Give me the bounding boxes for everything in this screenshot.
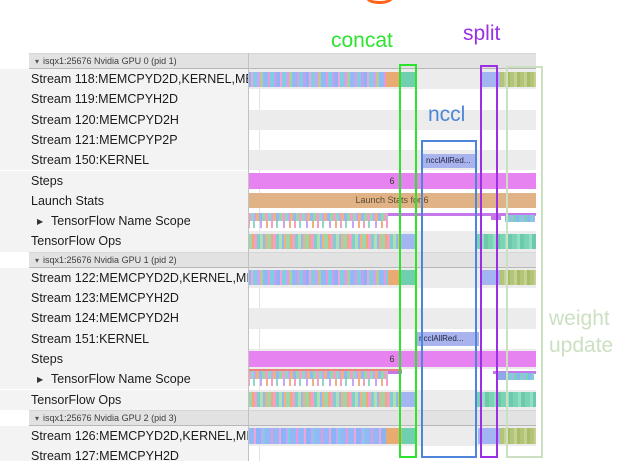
- row-label[interactable]: Stream 122:MEMCPYD2D,KERNEL,MI: [0, 267, 248, 288]
- trace-event-orange[interactable]: [386, 428, 402, 444]
- trace-event-launch[interactable]: Launch Stats for 6: [248, 192, 536, 208]
- trace-event-tfns-lead[interactable]: [498, 372, 506, 381]
- collapse-triangle-icon[interactable]: ▾: [35, 57, 40, 66]
- row-label-text: Stream 124:MEMCPYD2H: [31, 311, 179, 326]
- row-label[interactable]: Stream 121:MEMCPYP2P: [0, 129, 248, 151]
- row-label[interactable]: Stream 123:MEMCPYH2D: [0, 288, 248, 309]
- row-label[interactable]: TensorFlow Ops: [0, 389, 248, 410]
- gpu-section-title: isqx1:25676 Nvidia GPU 1 (pid 2): [43, 254, 177, 265]
- row-label-text: Stream 150:KERNEL: [31, 153, 150, 168]
- row-label[interactable]: Launch Stats: [0, 190, 248, 212]
- concat-annotation-box: [399, 64, 417, 458]
- split-annotation-label: split: [463, 22, 501, 45]
- trace-event-strip-violet[interactable]: [248, 212, 536, 216]
- row-label[interactable]: Stream 150:KERNEL: [0, 150, 248, 171]
- row-label[interactable]: Stream 124:MEMCPYD2H: [0, 308, 248, 329]
- row-label[interactable]: Stream 118:MEMCPYD2D,KERNEL,ME: [0, 69, 248, 90]
- trace-event-olive[interactable]: [500, 428, 536, 444]
- trace-event-stripesB[interactable]: [248, 233, 400, 250]
- row-label-text: Stream 122:MEMCPYD2D,KERNEL,MI: [31, 270, 248, 285]
- gpu-section-header[interactable]: ▾isqx1:25676 Nvidia GPU 1 (pid 2): [29, 251, 536, 268]
- trace-event-steps[interactable]: 6: [248, 350, 536, 368]
- row-label-text: Stream 121:MEMCPYP2P: [31, 132, 178, 147]
- row-label-text: TensorFlow Name Scope: [51, 372, 191, 387]
- weight-update-annotation-label-line1: weight: [549, 307, 610, 330]
- expand-arrow-icon[interactable]: ▶: [37, 217, 44, 227]
- row-label[interactable]: Stream 120:MEMCPYD2H: [0, 109, 248, 130]
- split-annotation-box: [480, 65, 498, 458]
- weight-update-annotation-label-line2: update: [549, 334, 614, 357]
- row-label-text: TensorFlow Name Scope: [51, 214, 191, 229]
- gpu-section-header[interactable]: ▾isqx1:25676 Nvidia GPU 2 (pid 3): [29, 409, 536, 426]
- row-label[interactable]: Steps: [0, 348, 248, 370]
- trace-event-periwinkle[interactable]: [478, 428, 500, 444]
- trace-event-steps[interactable]: 6: [248, 172, 536, 189]
- row-label[interactable]: Stream 126:MEMCPYD2D,KERNEL,MI: [0, 425, 248, 447]
- concat-annotation-label: concat: [331, 29, 393, 52]
- trace-event-orange[interactable]: [386, 71, 399, 87]
- row-label[interactable]: TensorFlow Ops: [0, 231, 248, 252]
- row-label-text: Stream 118:MEMCPYD2D,KERNEL,ME: [31, 72, 248, 86]
- label-canvas-divider: [248, 53, 249, 461]
- trace-event-periwinkle[interactable]: [400, 233, 417, 250]
- timeline-row-track[interactable]: [248, 308, 536, 329]
- trace-event-olive[interactable]: [500, 270, 536, 286]
- row-label-text: Stream 119:MEMCPYH2D: [31, 92, 179, 107]
- trace-event-teal[interactable]: [402, 428, 417, 444]
- row-label-text: TensorFlow Ops: [31, 392, 122, 407]
- row-label[interactable]: Stream 127:MEMCPYH2D: [0, 446, 248, 461]
- trace-event-periwinkle[interactable]: [480, 71, 500, 87]
- row-label-text: Steps: [31, 351, 63, 366]
- timeline-row-track[interactable]: [248, 109, 536, 130]
- trace-event-nccl[interactable]: ncclAllRed...: [422, 153, 477, 168]
- trace-event-periwinkle[interactable]: [480, 270, 500, 286]
- collapse-triangle-icon[interactable]: ▾: [35, 413, 40, 423]
- trace-event-flame[interactable]: [248, 213, 388, 230]
- row-label-text: Stream 123:MEMCPYH2D: [31, 291, 179, 305]
- trace-event-strip-red[interactable]: [248, 369, 402, 372]
- trace-event-tfns-right[interactable]: [505, 213, 535, 223]
- row-label-text: Stream 126:MEMCPYD2D,KERNEL,MI: [31, 428, 248, 443]
- row-label[interactable]: ▶ TensorFlow Name Scope: [0, 211, 248, 232]
- gpu-section-header[interactable]: ▾isqx1:25676 Nvidia GPU 0 (pid 1): [29, 53, 536, 69]
- row-label-text: Stream 127:MEMCPYH2D: [31, 449, 179, 461]
- trace-event-nccl[interactable]: ncclAllRed...: [415, 332, 479, 347]
- trace-event-tfns-right[interactable]: [506, 371, 534, 381]
- trace-event-olive[interactable]: [500, 71, 536, 87]
- nccl-annotation-box: [421, 140, 477, 458]
- row-label-text: TensorFlow Ops: [31, 234, 122, 249]
- trace-event-flame[interactable]: [248, 371, 388, 388]
- row-label[interactable]: Stream 151:KERNEL: [0, 328, 248, 349]
- trace-event-orange[interactable]: [388, 270, 400, 286]
- row-label-text: Steps: [31, 173, 63, 188]
- row-label[interactable]: Stream 119:MEMCPYH2D: [0, 89, 248, 110]
- trace-event-teal[interactable]: [400, 270, 417, 286]
- trace-event-periwinkle[interactable]: [400, 392, 417, 408]
- trace-event-stripesB[interactable]: [248, 392, 400, 408]
- trace-event-stripes[interactable]: [248, 270, 388, 286]
- weight-update-annotation-box: [506, 66, 543, 458]
- trace-event-stripes[interactable]: [248, 71, 386, 87]
- gpu-section-title: isqx1:25676 Nvidia GPU 2 (pid 3): [43, 412, 177, 423]
- expand-arrow-icon[interactable]: ▶: [37, 375, 44, 385]
- trace-event-stripes-blue[interactable]: [248, 428, 386, 444]
- collapse-triangle-icon[interactable]: ▾: [35, 255, 40, 265]
- clipped-orange-glyph: [366, 0, 393, 4]
- row-label-text: Stream 151:KERNEL: [31, 331, 150, 346]
- row-label[interactable]: ▶ TensorFlow Name Scope: [0, 369, 248, 390]
- row-label-text: Launch Stats: [31, 193, 104, 208]
- trace-event-teal[interactable]: [399, 71, 417, 87]
- row-label-text: Stream 120:MEMCPYD2H: [31, 112, 179, 127]
- nccl-annotation-label: nccl: [428, 103, 466, 126]
- gpu-section-title: isqx1:25676 Nvidia GPU 0 (pid 1): [43, 56, 177, 66]
- row-label[interactable]: Steps: [0, 170, 248, 191]
